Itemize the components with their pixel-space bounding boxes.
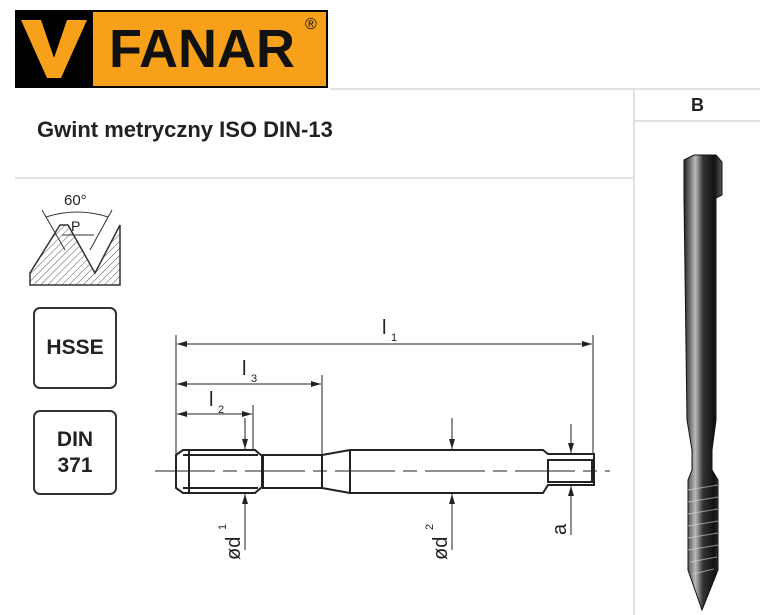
brand-name: FANAR bbox=[109, 19, 295, 79]
pitch-label: P bbox=[71, 218, 80, 234]
v-logo-icon bbox=[21, 20, 87, 78]
standard-line1: DIN bbox=[56, 427, 94, 451]
svg-text:ød: ød bbox=[430, 537, 452, 560]
angle-label: 60° bbox=[64, 192, 87, 209]
standard-line2: 371 bbox=[57, 453, 93, 477]
fanar-logo: FANAR ® bbox=[15, 10, 328, 88]
svg-text:2: 2 bbox=[218, 404, 224, 416]
svg-text:l: l bbox=[242, 358, 246, 380]
svg-text:1: 1 bbox=[217, 524, 229, 530]
divider bbox=[635, 120, 760, 122]
svg-text:3: 3 bbox=[251, 373, 257, 385]
divider bbox=[15, 177, 633, 179]
column-divider bbox=[633, 88, 635, 615]
divider bbox=[635, 88, 760, 90]
registered-mark: ® bbox=[305, 16, 317, 33]
svg-text:ød: ød bbox=[223, 537, 245, 560]
material-label: HSSE bbox=[46, 336, 104, 359]
svg-text:2: 2 bbox=[424, 524, 436, 530]
divider bbox=[330, 88, 635, 90]
column-header: B bbox=[691, 94, 704, 115]
thread-profile-icon: 60° P bbox=[29, 192, 121, 286]
dimension-d2: ød 2 bbox=[424, 524, 452, 560]
svg-text:1: 1 bbox=[391, 332, 397, 344]
tap-photo bbox=[683, 154, 723, 612]
dimension-d1: ød 1 bbox=[217, 524, 245, 560]
svg-text:a: a bbox=[549, 523, 571, 535]
dimension-a: a bbox=[549, 523, 571, 535]
svg-text:l: l bbox=[209, 389, 213, 411]
standard-badge: DIN 371 bbox=[33, 410, 117, 495]
svg-text:l: l bbox=[382, 317, 386, 339]
material-badge: HSSE bbox=[33, 307, 117, 389]
tap-outline bbox=[175, 449, 595, 494]
page-title: Gwint metryczny ISO DIN-13 bbox=[37, 117, 333, 142]
